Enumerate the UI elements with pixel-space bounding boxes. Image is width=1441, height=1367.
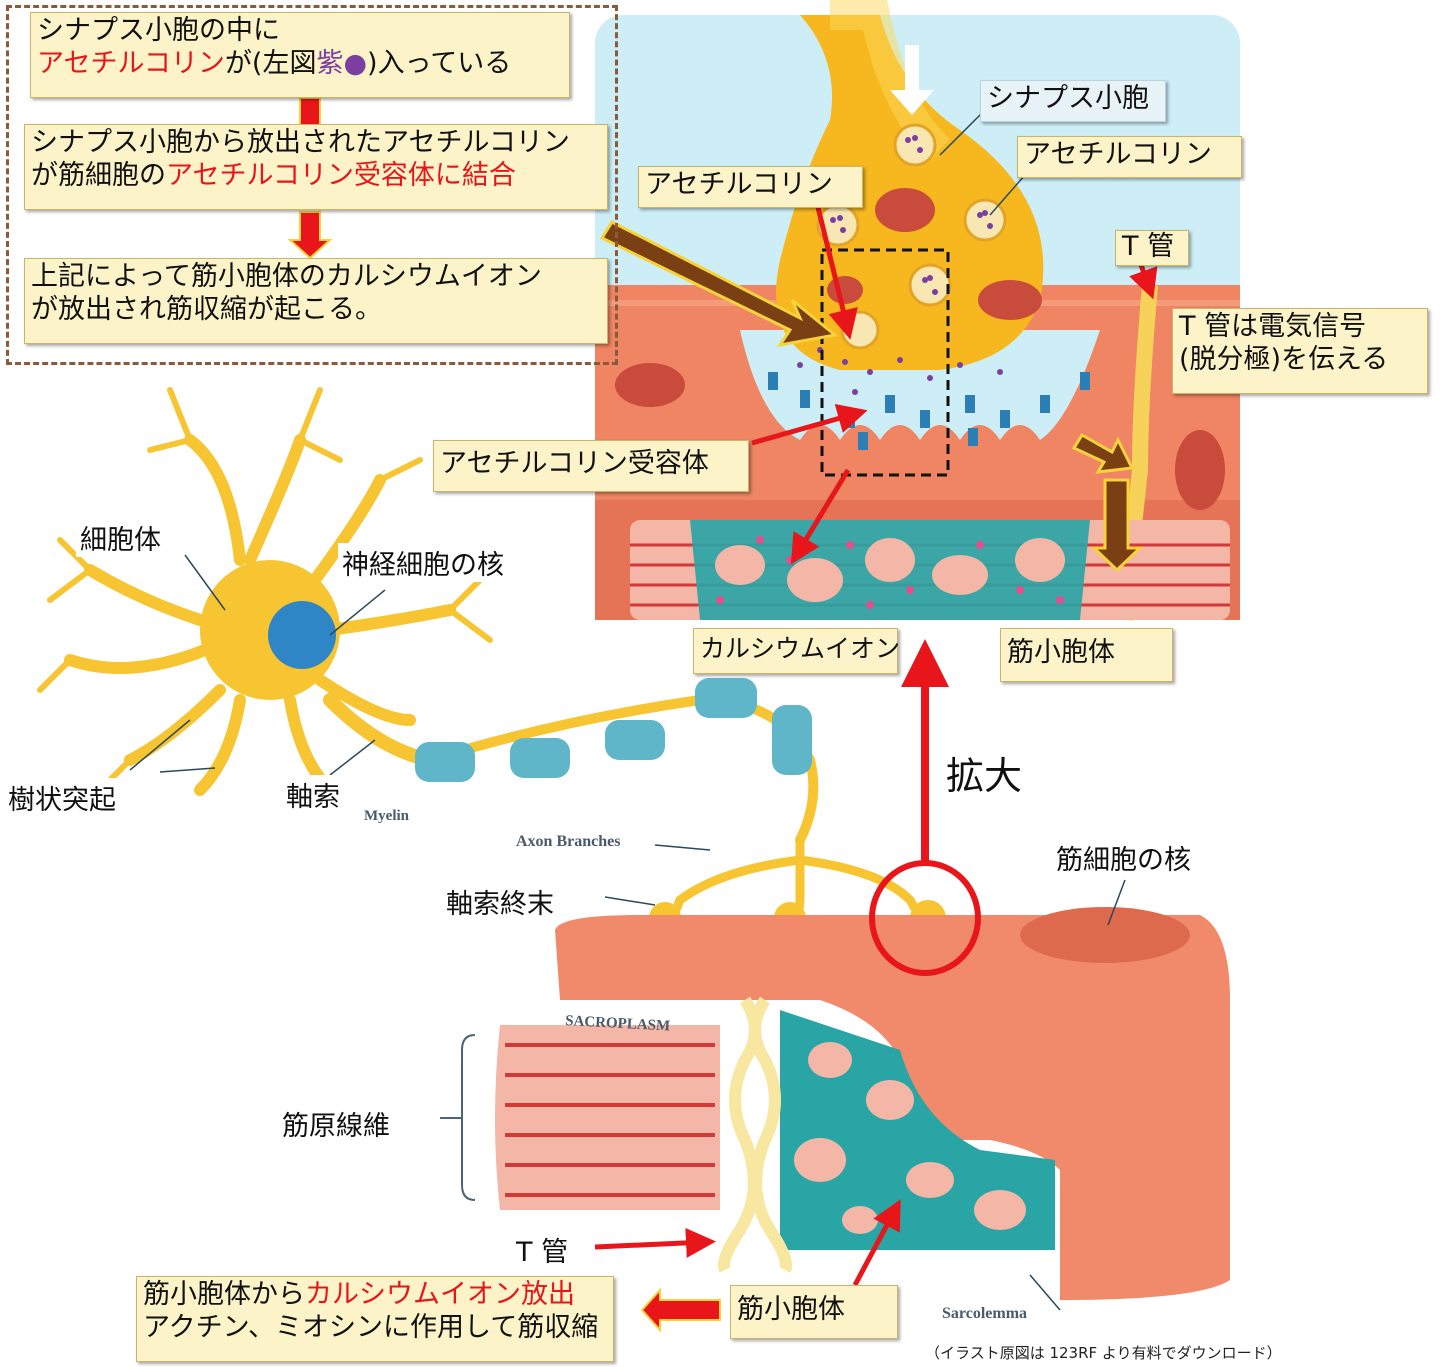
muscle-fiber: SACROPLASM — [495, 907, 1230, 1300]
label-magnify: 拡大 — [942, 745, 1026, 800]
note1-end: )入っている — [367, 48, 511, 79]
label-sr-bottom: 筋小胞体 — [730, 1285, 898, 1339]
note-ach-binding: シナプス小胞から放出されたアセチルコリン が筋細胞のアセチルコリン受容体に結合 — [24, 124, 608, 210]
image-credit: （イラスト原図は 123RF より有料でダウンロード） — [925, 1342, 1282, 1363]
t-tubule-desc-line1: T 管は電気信号 — [1179, 311, 1421, 344]
bottom-note-line1: 筋小胞体からカルシウムイオン放出 — [143, 1279, 607, 1312]
label-axon: 軸索 — [282, 775, 344, 814]
note1-mid: が(左図 — [225, 48, 317, 79]
note-vesicle-contents: シナプス小胞の中に アセチルコリンが(左図紫●)入っている — [30, 12, 570, 98]
note1-line1: シナプス小胞の中に — [37, 15, 563, 48]
note1-line2: アセチルコリンが(左図紫●)入っている — [37, 48, 563, 81]
bottom-note-red: カルシウムイオン放出 — [305, 1279, 575, 1310]
label-muscle-nucleus: 筋細胞の核 — [1052, 838, 1195, 877]
note-calcium-release: 上記によって筋小胞体のカルシウムイオン が放出され筋収縮が起こる。 — [24, 258, 608, 344]
label-t-tubule-bottom: T 管 — [512, 1230, 572, 1269]
note2-line1: シナプス小胞から放出されたアセチルコリン — [31, 127, 601, 160]
note1-purple: 紫● — [316, 48, 367, 79]
label-t-tubule-desc: T 管は電気信号 (脱分極)を伝える — [1172, 308, 1428, 394]
note3-line2: が放出され筋収縮が起こる。 — [31, 294, 601, 327]
label-sr-top: 筋小胞体 — [1000, 628, 1173, 682]
myelin-segments — [415, 678, 812, 782]
note3-line1: 上記によって筋小胞体のカルシウムイオン — [31, 261, 601, 294]
muscle-nucleus — [1020, 907, 1190, 963]
note2-line2: が筋細胞のアセチルコリン受容体に結合 — [31, 160, 601, 193]
bottom-note-prefix: 筋小胞体から — [143, 1279, 305, 1310]
note2-prefix: が筋細胞の — [31, 160, 166, 191]
label-axon-branches: Axon Branches — [512, 833, 624, 851]
label-cell-body: 細胞体 — [76, 518, 165, 557]
note1-red: アセチルコリン — [37, 48, 225, 79]
bottom-note-line2: アクチン、ミオシンに作用して筋収縮 — [143, 1312, 607, 1345]
t-tubule-desc-line2: (脱分極)を伝える — [1179, 344, 1421, 377]
label-ach-receptor: アセチルコリン受容体 — [433, 440, 749, 492]
note-calcium-contraction: 筋小胞体からカルシウムイオン放出 アクチン、ミオシンに作用して筋収縮 — [136, 1276, 614, 1362]
label-neuron-nucleus: 神経細胞の核 — [338, 543, 508, 582]
label-acetylcholine-left: アセチルコリン — [638, 166, 863, 208]
label-myofibril: 筋原線維 — [278, 1104, 394, 1143]
label-sarcolemma: Sarcolemma — [938, 1305, 1031, 1323]
neuron-nucleus — [268, 601, 336, 669]
label-dendrite: 樹状突起 — [4, 778, 120, 817]
label-acetylcholine-right: アセチルコリン — [1017, 136, 1242, 178]
label-calcium-ion: カルシウムイオン — [693, 628, 898, 674]
label-axon-terminal: 軸索終末 — [442, 882, 558, 921]
label-synaptic-vesicle: シナプス小胞 — [980, 80, 1166, 122]
note2-red: アセチルコリン受容体に結合 — [166, 160, 516, 191]
label-myelin: Myelin — [360, 808, 413, 825]
label-t-tubule-top: T 管 — [1115, 230, 1189, 266]
myofibril-bracket — [462, 1035, 475, 1200]
